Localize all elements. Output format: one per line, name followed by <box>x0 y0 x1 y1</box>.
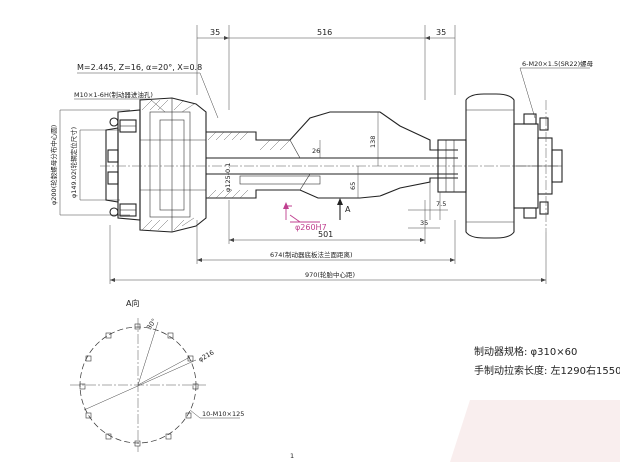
watermark-shape <box>450 400 620 462</box>
stud-spec-label: 6-M20×1.5(SR22)螺母 <box>522 59 594 68</box>
dim-35-left: 35 <box>210 28 220 37</box>
dim-35-bottom: 35 <box>420 219 428 227</box>
view-a-diameter: φ216 <box>197 348 215 363</box>
cable-length: 手制动拉索长度: 左1290右1550 <box>474 364 620 377</box>
hub-bolts <box>107 119 137 217</box>
pink-annotation <box>283 202 320 223</box>
dim-35-right: 35 <box>436 28 446 37</box>
dim-7-5: 7.5 <box>436 200 446 208</box>
dim-674: 674(制动器底板法兰面距离) <box>270 250 352 259</box>
view-a-holes: 10-M10×125 <box>202 410 244 418</box>
right-wheel-hub <box>437 93 563 239</box>
view-a-bolt-circle <box>70 318 240 452</box>
dim-65: 65 <box>349 182 357 190</box>
view-a-angle: 30° <box>145 317 158 331</box>
dim-970: 970(轮胎中心距) <box>305 270 355 279</box>
bottom-dimension-lines <box>109 200 547 284</box>
left-hub-assembly <box>105 97 207 233</box>
dim-516: 516 <box>317 28 332 37</box>
page-mark: 1 <box>290 452 294 460</box>
d149-label: φ149.02(轮辋定位尺寸) <box>69 127 78 198</box>
gear-spec-label: M=2.445, Z=16, α=20°, X=0.8 <box>77 63 202 72</box>
inlet-port-label: M10×1-6H(制动器进油孔) <box>74 90 153 99</box>
view-a-title: A向 <box>126 298 139 308</box>
d260-label: φ260H7 <box>295 223 327 232</box>
d200-label: φ200(轮毂螺母分布中心圆) <box>49 125 58 205</box>
dim-26: 26 <box>312 147 320 155</box>
section-a-marker: A <box>345 205 351 214</box>
dim-138: 138 <box>369 136 377 148</box>
dim-501: 501 <box>318 230 333 239</box>
top-dimension-lines <box>196 25 456 110</box>
axle-housing <box>100 111 560 199</box>
d125-label: φ125-0.1 <box>224 163 232 192</box>
brake-spec: 制动器规格: φ310×60 <box>474 345 577 358</box>
